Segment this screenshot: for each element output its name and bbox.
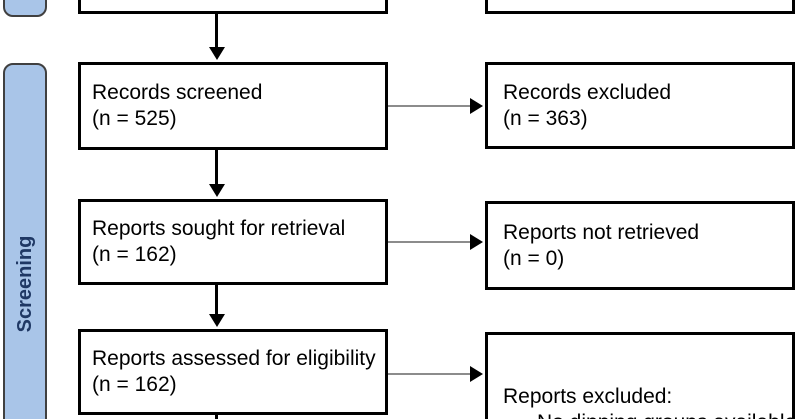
box-reports-assessed-count: (n = 162) [92,373,177,396]
arrow-down-to-reports-assessed-head-icon [209,314,225,327]
arrow-right-to-reports-excluded-head-icon [470,366,483,382]
box-top-left-partial [78,0,388,14]
box-reports-assessed-line1: Reports assessed for eligibility [92,347,376,370]
arrow-down-to-reports-sought-line [215,150,218,185]
box-records-excluded-line1: Records excluded [503,80,672,104]
box-records-excluded: Records excluded (n = 363) [485,62,795,149]
arrow-down-to-reports-assessed-line [215,285,218,315]
box-records-screened: Records screened (n = 525) [78,62,388,150]
box-reports-excluded-line1: Reports excluded: [503,385,673,408]
arrow-down-to-records-screened-line [215,14,218,48]
arrow-right-to-reports-not-retrieved-head-icon [470,234,483,250]
box-reports-not-retrieved: Reports not retrieved (n = 0) [485,201,795,290]
arrow-down-to-reports-sought-head-icon [209,184,225,197]
box-reports-excluded: Reports excluded: No dipping groups avai… [485,332,796,419]
box-reports-assessed: Reports assessed for eligibility (n = 16… [78,329,388,415]
arrow-right-to-reports-not-retrieved-line [388,241,470,243]
box-records-screened-count: (n = 525) [92,107,177,130]
arrow-right-to-reports-excluded-line [388,373,470,375]
box-records-excluded-count: (n = 363) [503,106,588,130]
box-reports-not-retrieved-count: (n = 0) [503,246,565,270]
arrow-right-to-records-excluded-head-icon [470,98,483,114]
box-records-screened-line1: Records screened [92,81,263,104]
stage-band-screening [3,63,47,419]
arrow-down-to-records-screened-head-icon [209,47,225,60]
box-reports-excluded-reason1: No dipping groups available [537,410,796,419]
arrow-down-from-reports-assessed-stub [215,415,218,419]
box-top-right-partial [485,0,795,14]
arrow-right-to-records-excluded-line [388,105,470,107]
box-reports-sought: Reports sought for retrieval (n = 162) [78,199,388,285]
stage-band-top-partial [3,0,47,17]
box-reports-not-retrieved-line1: Reports not retrieved [503,220,700,244]
box-reports-sought-line1: Reports sought for retrieval [92,217,346,240]
stage-label-screening: Screening [14,235,36,333]
box-reports-sought-count: (n = 162) [92,243,177,266]
